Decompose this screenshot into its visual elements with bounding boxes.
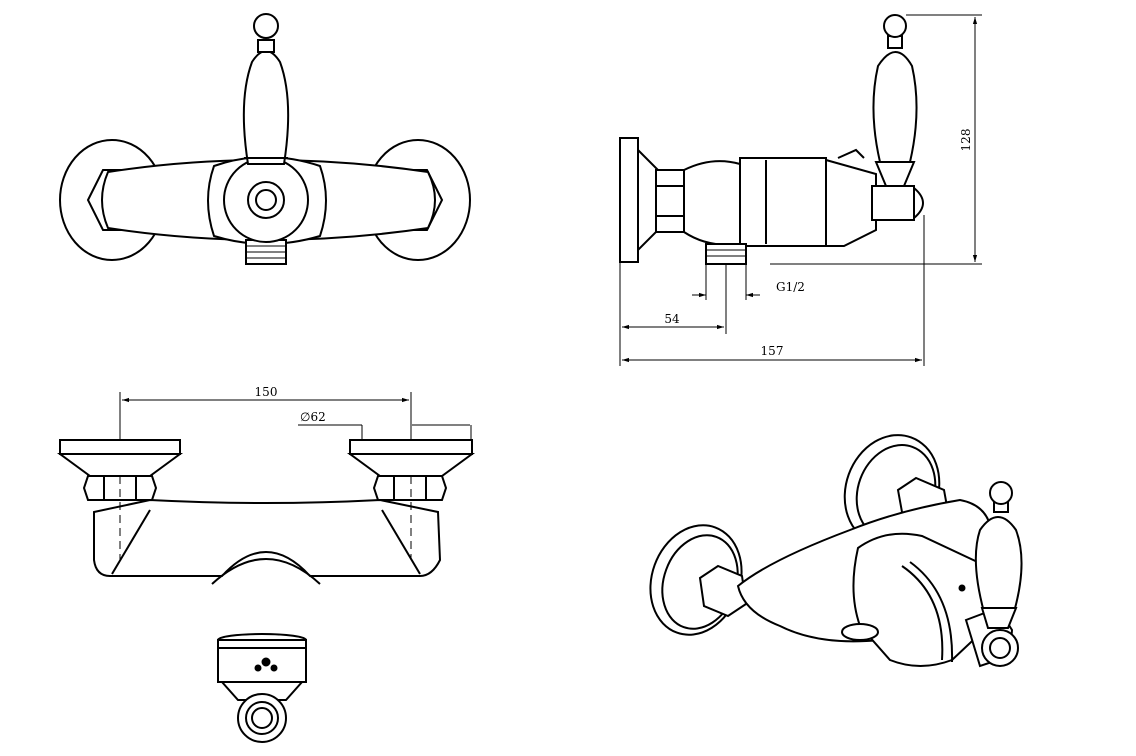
front-left-flange — [59, 439, 181, 455]
handle-knob — [253, 13, 279, 39]
dim-depth-label: 157 — [761, 344, 784, 358]
iso-handle-knob — [989, 481, 1013, 505]
side-handle-knob — [883, 14, 907, 38]
dim-thread-label: G1/2 — [776, 280, 805, 294]
dim-height-label: 128 — [959, 129, 973, 152]
front-view: 150 ∅62 — [56, 385, 476, 585]
dim-offset-label: 54 — [664, 312, 680, 326]
lever-handle — [242, 50, 290, 165]
side-view: 128 G1/2 54 157 — [619, 14, 982, 366]
wall-plate — [619, 137, 639, 263]
side-lever-handle — [872, 51, 918, 163]
dim-diameter-label: ∅62 — [300, 410, 326, 424]
iso-spindle-ring — [981, 629, 1019, 667]
bottom-view — [217, 633, 307, 743]
front-right-flange — [349, 439, 473, 455]
top-view — [59, 13, 471, 265]
dim-centers-label: 150 — [255, 385, 278, 399]
side-hex-nut — [655, 169, 685, 233]
side-body — [739, 157, 827, 247]
iso-valve-housing — [852, 532, 995, 667]
valve-hub — [223, 157, 309, 243]
valve-cone — [825, 158, 877, 247]
front-right-hex-nut — [372, 475, 448, 501]
iso-lever-handle — [974, 516, 1023, 613]
isometric-view — [649, 434, 1023, 668]
side-outlet-thread — [705, 243, 747, 265]
front-body — [93, 498, 442, 577]
